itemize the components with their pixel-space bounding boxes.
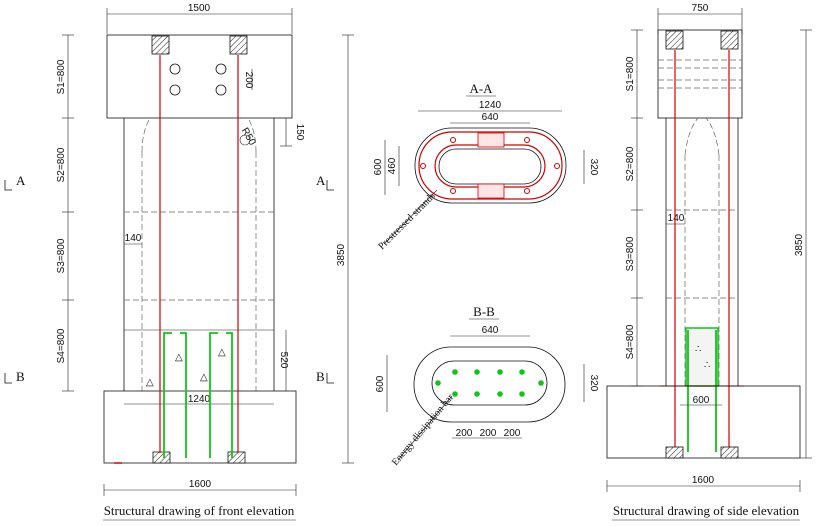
front-dim-height: 3850 (336, 243, 347, 266)
side-seg-s4: S4=800 (625, 324, 636, 359)
svg-text:∴: ∴ (695, 344, 701, 355)
bb-spacing-2: 200 (480, 428, 497, 439)
cut-a-left: A (16, 173, 26, 188)
cut-b-right: B (316, 369, 325, 384)
bb-dim-640: 640 (482, 325, 499, 336)
front-dim-200: 200 (243, 72, 254, 89)
side-base (606, 385, 801, 459)
front-dim-150: 150 (294, 124, 305, 141)
side-seg-s3: S3=800 (625, 236, 636, 271)
side-caption: Structural drawing of side elevation (613, 503, 800, 518)
energy-bar-dot (452, 369, 458, 375)
side-dim-height: 3850 (794, 233, 805, 256)
bb-dim-600: 600 (375, 375, 386, 392)
energy-dissipation-bar (180, 332, 187, 458)
front-bottom-anchor-left (152, 451, 171, 464)
bb-spacing-1: 200 (456, 428, 473, 439)
svg-text:△: △ (175, 352, 183, 363)
energy-dissipation-bar (163, 332, 172, 458)
section-bb-title: B-B (473, 304, 495, 319)
front-seg-s2: S2=800 (56, 147, 67, 182)
bb-inner-core (431, 360, 548, 406)
aa-dim-1240: 1240 (479, 100, 502, 111)
svg-text:△: △ (200, 372, 208, 383)
front-base (103, 390, 297, 464)
front-bottom-dim: 1600 (189, 479, 212, 490)
side-top-dim: 750 (692, 3, 709, 14)
front-dim-520: 520 (278, 352, 289, 369)
aa-dim-640: 640 (482, 112, 499, 123)
front-top-cap (106, 34, 293, 119)
front-bottom-anchor-right (227, 451, 246, 464)
front-top-anchor-left (151, 35, 170, 55)
front-dim-1240: 1240 (188, 394, 211, 405)
bolt-hole (169, 84, 181, 96)
bolt-hole (215, 84, 227, 96)
side-seg-s2: S2=800 (625, 146, 636, 181)
section-a-a: A-A 1240 640 600 460 320 Prestressed str… (373, 81, 599, 252)
front-seg-s3: S3=800 (56, 238, 67, 273)
front-seg-s4: S4=800 (56, 328, 67, 363)
aa-inner-void (438, 148, 542, 185)
energy-dissipation-bar (209, 332, 218, 458)
aa-dim-320: 320 (588, 159, 599, 176)
side-top-cap (657, 29, 743, 119)
side-dim-140: 140 (668, 213, 685, 224)
bb-outer-shape (413, 346, 566, 423)
bolt-hole (215, 63, 227, 75)
side-bottom-dim: 1600 (692, 475, 715, 486)
cut-a-right: A (316, 173, 326, 188)
front-elevation: 1500 200 140 R50 150 (4, 3, 354, 521)
svg-text:∴: ∴ (704, 360, 710, 371)
side-energy-zone (685, 327, 719, 387)
cut-b-left: B (16, 369, 25, 384)
front-dim-140: 140 (125, 233, 142, 244)
section-b-b: B-B 640 600 320 200 200 200 Energy dissi… (375, 304, 599, 468)
front-dim-r50: R50 (239, 126, 258, 148)
front-top-dim: 1500 (188, 3, 211, 14)
svg-text:△: △ (146, 377, 154, 388)
side-elevation: 750 140 ∴ ∴ 600 (606, 3, 812, 521)
aa-strand-ring (418, 131, 563, 200)
bb-spacing-3: 200 (504, 428, 521, 439)
aa-outer-shape (414, 127, 567, 204)
side-seg-s1: S1=800 (625, 56, 636, 91)
bb-bar-label: Energy dissipation bar (390, 392, 457, 468)
bb-dim-320: 320 (588, 375, 599, 392)
aa-dim-460: 460 (387, 157, 398, 174)
front-seg-s1: S1=800 (56, 59, 67, 94)
front-caption: Structural drawing of front elevation (104, 503, 295, 518)
aa-dim-600: 600 (373, 158, 384, 175)
energy-dissipation-bar (226, 332, 233, 458)
svg-text:△: △ (218, 347, 226, 358)
bolt-hole (169, 63, 181, 75)
section-aa-title: A-A (469, 81, 493, 96)
side-dim-600: 600 (693, 395, 710, 406)
front-top-anchor-right (229, 35, 248, 55)
aa-strands-label: Prestressed strands (376, 191, 437, 252)
